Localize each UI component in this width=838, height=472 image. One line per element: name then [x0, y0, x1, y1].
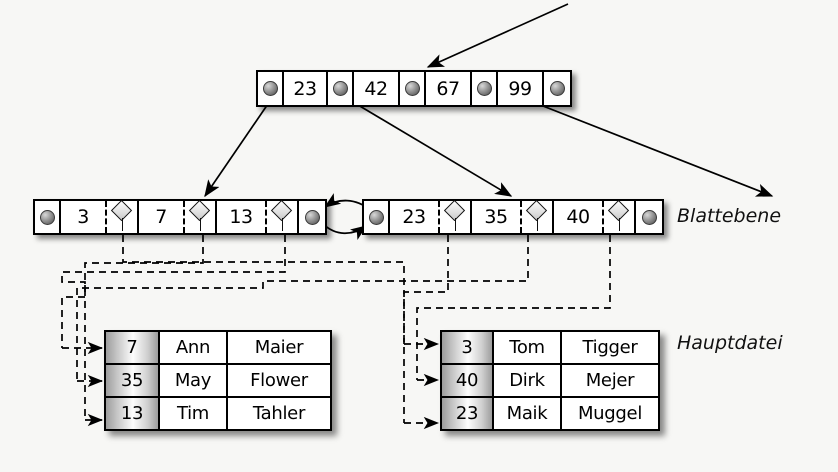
- table-row[interactable]: 3 Tom Tigger: [442, 332, 658, 363]
- row-first: Ann: [160, 332, 228, 363]
- root-index-node[interactable]: 23 42 67 99: [256, 70, 572, 107]
- row-last: Mejer: [562, 365, 658, 396]
- arrow-root-to-leaf-right: [347, 98, 513, 197]
- row-key: 13: [106, 398, 160, 429]
- leaf-left-key-2: 13: [217, 201, 265, 233]
- leaf-right-ref-0[interactable]: [438, 199, 472, 233]
- record-ref-diamond-icon: [606, 199, 632, 232]
- ref-line-key13: [61, 235, 286, 420]
- record-ref-diamond-icon: [187, 199, 213, 232]
- leaf-right-ref-2[interactable]: [602, 199, 636, 233]
- main-data-table-right[interactable]: 3 Tom Tigger 40 Dirk Mejer 23 Maik Mugge…: [440, 330, 660, 431]
- table-row[interactable]: 23 Maik Muggel: [442, 396, 658, 429]
- label-hauptdatei: Hauptdatei: [677, 332, 783, 354]
- arrow-root-to-leaf-left: [204, 97, 273, 198]
- leaf-left-ref-2[interactable]: [265, 199, 299, 233]
- arrow-root-to-subtree-right: [514, 94, 774, 197]
- root-pointer-0[interactable]: [258, 72, 284, 105]
- table-row[interactable]: 7 Ann Maier: [106, 332, 330, 363]
- leaf-right-key-2: 40: [554, 201, 602, 233]
- pointer-sphere-icon: [641, 209, 657, 225]
- row-first: Tom: [494, 332, 562, 363]
- leaf-left-ref-0[interactable]: [105, 199, 139, 233]
- root-pointer-2[interactable]: [400, 72, 426, 105]
- pointer-sphere-icon: [39, 209, 55, 225]
- arrow-into-root: [426, 3, 569, 68]
- root-key-0: 23: [284, 72, 328, 105]
- pointer-sphere-icon: [262, 81, 278, 96]
- leaf-node-left[interactable]: 3 7 13: [33, 199, 327, 235]
- table-row[interactable]: 13 Tim Tahler: [106, 396, 330, 429]
- record-ref-diamond-icon: [109, 199, 135, 232]
- row-last: Maier: [228, 332, 330, 363]
- leaf-right-key-1: 35: [472, 201, 520, 233]
- row-key: 3: [442, 332, 494, 363]
- ref-line-key7: [61, 235, 204, 348]
- leaf-left-next-pointer[interactable]: [299, 201, 325, 233]
- root-key-3: 99: [498, 72, 544, 105]
- ref-line-key23: [403, 235, 449, 423]
- label-blattebene: Blattebene: [677, 205, 782, 227]
- pointer-sphere-icon: [549, 81, 565, 96]
- pointer-sphere-icon: [332, 81, 348, 96]
- pointer-sphere-icon: [304, 209, 320, 225]
- row-key: 23: [442, 398, 494, 429]
- table-row[interactable]: 35 May Flower: [106, 363, 330, 396]
- record-ref-diamond-icon: [524, 199, 550, 232]
- leaf-left-key-0: 3: [61, 201, 105, 233]
- row-first: May: [160, 365, 228, 396]
- row-first: Tim: [160, 398, 228, 429]
- row-key: 40: [442, 365, 494, 396]
- leaf-right-key-0: 23: [390, 201, 438, 233]
- pointer-sphere-icon: [404, 81, 420, 96]
- ref-line-key3: [122, 235, 405, 344]
- row-first: Dirk: [494, 365, 562, 396]
- leaf-node-right[interactable]: 23 35 40: [362, 199, 664, 235]
- row-last: Muggel: [562, 398, 658, 429]
- leaf-right-ref-1[interactable]: [520, 199, 554, 233]
- root-pointer-1[interactable]: [328, 72, 354, 105]
- leaf-left-prev-pointer[interactable]: [35, 201, 61, 233]
- row-last: Tigger: [562, 332, 658, 363]
- pointer-sphere-icon: [368, 209, 384, 225]
- root-pointer-4[interactable]: [544, 72, 570, 105]
- record-ref-diamond-icon: [269, 199, 295, 232]
- row-last: Tahler: [228, 398, 330, 429]
- record-ref-diamond-icon: [442, 199, 468, 232]
- leaf-right-next-pointer[interactable]: [636, 201, 662, 233]
- root-key-1: 42: [354, 72, 400, 105]
- row-last: Flower: [228, 365, 330, 396]
- pointer-sphere-icon: [476, 81, 492, 96]
- row-key: 7: [106, 332, 160, 363]
- leaf-right-prev-pointer[interactable]: [364, 201, 390, 233]
- row-first: Maik: [494, 398, 562, 429]
- root-pointer-3[interactable]: [472, 72, 498, 105]
- table-row[interactable]: 40 Dirk Mejer: [442, 363, 658, 396]
- root-key-2: 67: [426, 72, 472, 105]
- leaf-left-ref-1[interactable]: [183, 199, 217, 233]
- leaf-left-key-1: 7: [139, 201, 183, 233]
- main-data-table-left[interactable]: 7 Ann Maier 35 May Flower 13 Tim Tahler: [104, 330, 332, 431]
- ref-line-key35: [76, 235, 529, 381]
- row-key: 35: [106, 365, 160, 396]
